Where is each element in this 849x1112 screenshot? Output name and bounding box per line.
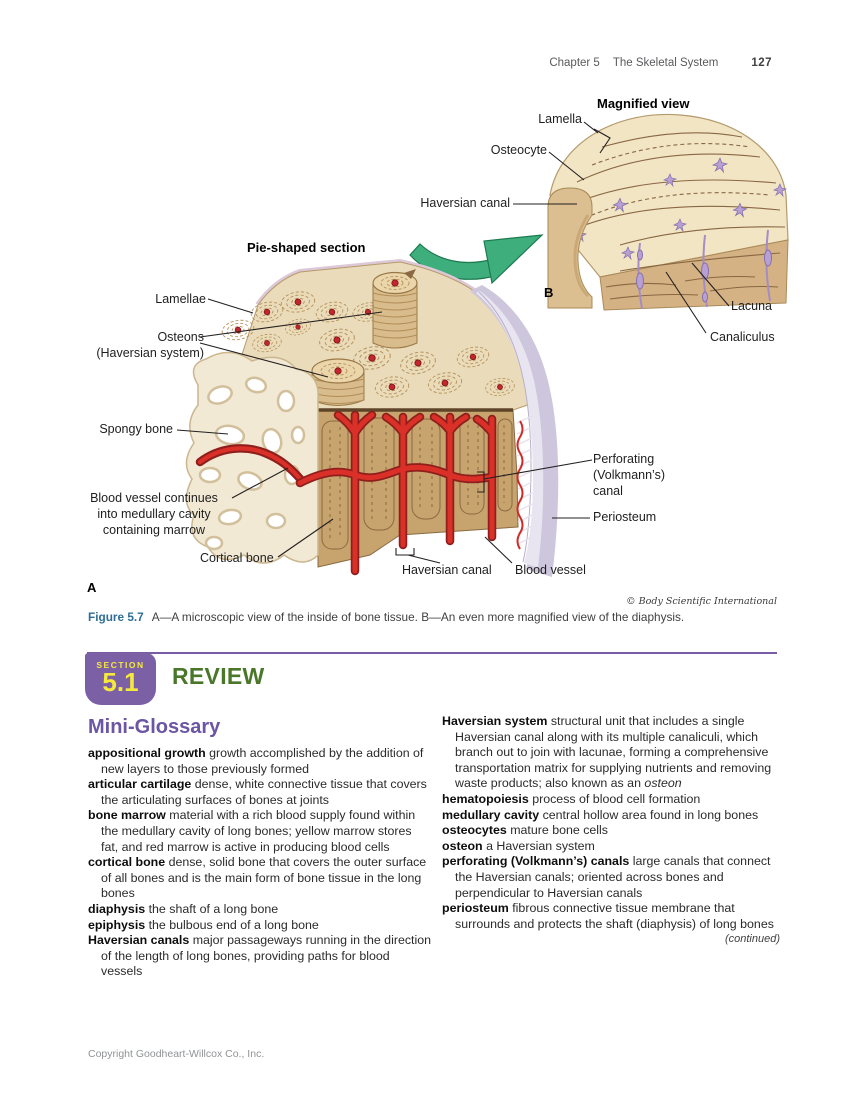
panel-a-illustration bbox=[185, 258, 559, 577]
figure-caption-text: A—A microscopic view of the inside of bo… bbox=[151, 610, 685, 624]
periosteum-illustration bbox=[470, 285, 559, 577]
label-cortical-bone: Cortical bone bbox=[200, 551, 274, 565]
label-haversian-canal-b: Haversian canal bbox=[420, 196, 510, 210]
glossary-entry: Haversian system structural unit that in… bbox=[442, 714, 772, 791]
label-lamella: Lamella bbox=[538, 112, 582, 126]
glossary-entry: perforating (Volkmann’s) canals large ca… bbox=[442, 854, 771, 900]
label-canaliculus: Canaliculus bbox=[710, 330, 775, 344]
label-lamellae: Lamellae bbox=[155, 292, 206, 306]
glossary-right-column: Haversian system structural unit that in… bbox=[442, 714, 780, 945]
bone-tissue-diagram bbox=[176, 113, 789, 577]
figure-credit: © Body Scientific International bbox=[626, 596, 777, 607]
section-badge: SECTION 5.1 bbox=[85, 653, 156, 705]
section-badge-label: SECTION bbox=[96, 660, 145, 670]
panel-b-illustration bbox=[547, 113, 789, 311]
glossary-entry: Haversian canals major passageways runni… bbox=[88, 933, 432, 979]
glossary-entry: cortical bone dense, solid bone that cov… bbox=[88, 855, 427, 901]
label-pie-shaped-section: Pie-shaped section bbox=[247, 240, 366, 255]
glossary-entry: bone marrow material with a rich blood s… bbox=[88, 808, 416, 854]
blood-vessels-illustration bbox=[195, 410, 497, 576]
leader-lines bbox=[176, 121, 730, 564]
glossary-entry: osteocytes mature bone cells bbox=[442, 823, 608, 838]
continued-note: (continued) bbox=[724, 933, 780, 946]
figure-caption: Figure 5.7 A—A microscopic view of the in… bbox=[88, 610, 780, 624]
glossary-right-list: Haversian system structural unit that in… bbox=[442, 714, 780, 932]
glossary-entry: periosteum fibrous connective tissue mem… bbox=[442, 901, 774, 931]
figure-number: Figure 5.7 bbox=[88, 610, 144, 624]
label-blood-vessel-medullary: Blood vessel continues into medullary ca… bbox=[90, 491, 218, 537]
osteon-cylinder-large bbox=[372, 269, 418, 349]
glossary-title: Mini-Glossary bbox=[88, 716, 221, 738]
osteon-cylinder-small bbox=[311, 358, 365, 406]
header-title: The Skeletal System bbox=[612, 57, 719, 69]
glossary-entry: hematopoiesis process of blood cell form… bbox=[442, 791, 701, 806]
glossary-entry: osteon a Haversian system bbox=[442, 838, 595, 853]
label-osteocyte: Osteocyte bbox=[490, 143, 547, 157]
label-osteons: Osteons (Haversian system) bbox=[96, 330, 204, 360]
label-spongy-bone: Spongy bone bbox=[99, 422, 173, 436]
label-periosteum: Periosteum bbox=[593, 510, 657, 524]
glossary-entry: articular cartilage dense, white connect… bbox=[88, 777, 427, 807]
panel-a-letter: A bbox=[87, 580, 97, 595]
page-header: Chapter 5 The Skeletal System 127 bbox=[400, 57, 772, 69]
copyright-footer: Copyright Goodheart-Willcox Co., Inc. bbox=[88, 1048, 265, 1060]
review-heading: REVIEW bbox=[172, 663, 265, 689]
glossary-entry: diaphysis the shaft of a long bone bbox=[88, 901, 279, 916]
glossary-left-column: Mini-Glossary appositional growth growth… bbox=[88, 716, 432, 980]
glossary-entry: appositional growth growth accomplished … bbox=[88, 746, 424, 776]
header-page-number: 127 bbox=[751, 57, 772, 69]
label-lacuna: Lacuna bbox=[731, 299, 773, 313]
section-divider-rule bbox=[87, 652, 777, 654]
label-blood-vessel: Blood vessel bbox=[515, 563, 586, 577]
spongy-bone-illustration bbox=[185, 351, 319, 564]
header-chapter: Chapter 5 bbox=[549, 57, 600, 69]
glossary-entry: epiphysis the bulbous end of a long bone bbox=[88, 917, 319, 932]
glossary-entry: medullary cavity central hollow area fou… bbox=[442, 807, 759, 822]
label-perforating-canal: Perforating (Volkmann’s) canal bbox=[593, 452, 666, 498]
label-magnified-view: Magnified view bbox=[597, 96, 690, 111]
section-badge-number: 5.1 bbox=[102, 667, 139, 697]
panel-b-letter: B bbox=[544, 285, 554, 300]
glossary-left-list: appositional growth growth accomplished … bbox=[88, 746, 432, 980]
label-haversian-canal-a: Haversian canal bbox=[402, 563, 492, 577]
